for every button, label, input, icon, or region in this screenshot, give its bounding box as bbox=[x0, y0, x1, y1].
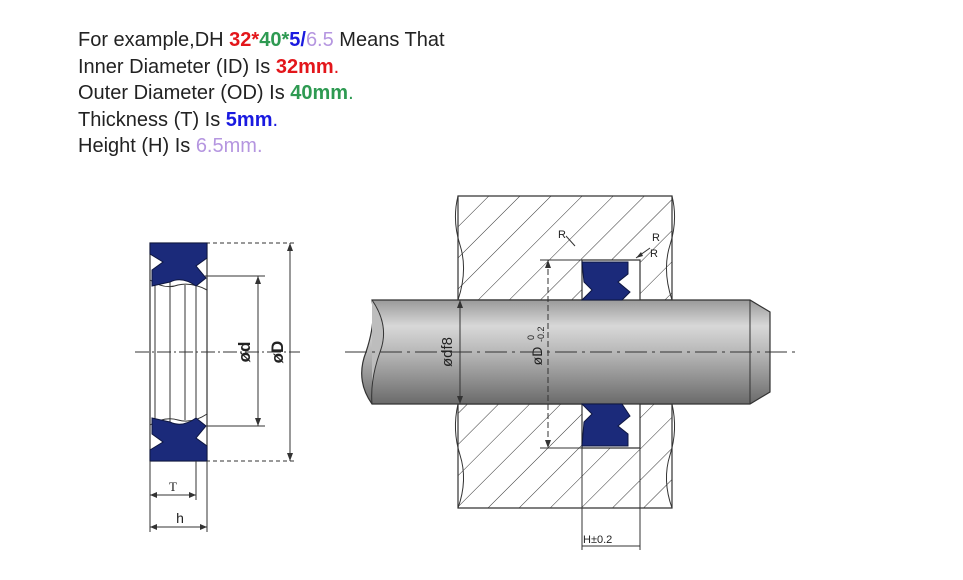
od-value: 40 bbox=[259, 29, 282, 51]
shaft-diameter-label: ødf8 bbox=[439, 337, 456, 367]
thickness-symbol: T bbox=[169, 479, 177, 494]
outer-diameter-line: Outer Diameter (OD) Is 40mm. bbox=[78, 80, 445, 107]
groove-height-label: H±0.2 bbox=[583, 534, 612, 546]
inner-diameter-label: Inner Diameter (ID) Is bbox=[78, 55, 276, 78]
thickness-value: 5 bbox=[289, 29, 301, 51]
installed-seal-top bbox=[580, 261, 631, 301]
bore-diameter-label: øD 0 -0.2 bbox=[526, 326, 546, 365]
separator-2: * bbox=[281, 29, 290, 51]
left-seal-view: ød øD T h bbox=[135, 242, 300, 532]
height-label: Height (H) Is bbox=[78, 135, 196, 157]
height-value: 6.5 bbox=[305, 29, 334, 51]
thickness-tail: . bbox=[272, 108, 279, 131]
seal-profile-top bbox=[149, 242, 208, 287]
outer-diameter-symbol: øD bbox=[268, 341, 287, 364]
thickness-line: Thickness (T) Is 5mm. bbox=[78, 107, 445, 134]
spec-text-block: For example,DH 32*40*5/6.5 Means That In… bbox=[78, 27, 445, 160]
outer-diameter-value: 40mm bbox=[290, 82, 349, 104]
id-value: 32 bbox=[229, 29, 252, 51]
height-line-value: 6.5mm bbox=[195, 135, 257, 157]
inner-diameter-value: 32mm bbox=[275, 55, 334, 78]
example-prefix: For example,DH bbox=[78, 29, 230, 51]
outer-diameter-label: Outer Diameter (OD) Is bbox=[78, 82, 291, 104]
height-line: Height (H) Is 6.5mm. bbox=[78, 133, 445, 160]
right-installation-view: ødf8 øD 0 -0.2 H±0.2 R R R bbox=[345, 195, 795, 550]
bore-tol-upper: 0 bbox=[526, 335, 536, 340]
inner-diameter-tail: . bbox=[333, 55, 340, 78]
separator-3: / bbox=[300, 29, 306, 51]
inner-diameter-symbol: ød bbox=[235, 342, 254, 363]
thickness-label: Thickness (T) Is bbox=[78, 108, 226, 131]
radius-label-1: R bbox=[558, 229, 566, 241]
example-suffix: Means That bbox=[333, 29, 445, 51]
separator-1: * bbox=[251, 29, 260, 51]
radius-label-2: R bbox=[652, 232, 660, 244]
inner-diameter-line: Inner Diameter (ID) Is 32mm. bbox=[78, 54, 445, 81]
radius-label-3: R bbox=[650, 248, 658, 260]
height-symbol: h bbox=[176, 510, 184, 526]
seal-profile-bottom bbox=[149, 417, 208, 462]
bore-tol-lower: -0.2 bbox=[536, 326, 546, 342]
outer-diameter-tail: . bbox=[348, 82, 354, 104]
thickness-line-value: 5mm bbox=[225, 108, 273, 131]
housing-top bbox=[457, 195, 673, 301]
example-line: For example,DH 32*40*5/6.5 Means That bbox=[78, 27, 445, 54]
bore-diameter-symbol: øD bbox=[529, 347, 545, 366]
installed-seal-bottom bbox=[580, 403, 631, 447]
height-tail: . bbox=[256, 135, 263, 157]
